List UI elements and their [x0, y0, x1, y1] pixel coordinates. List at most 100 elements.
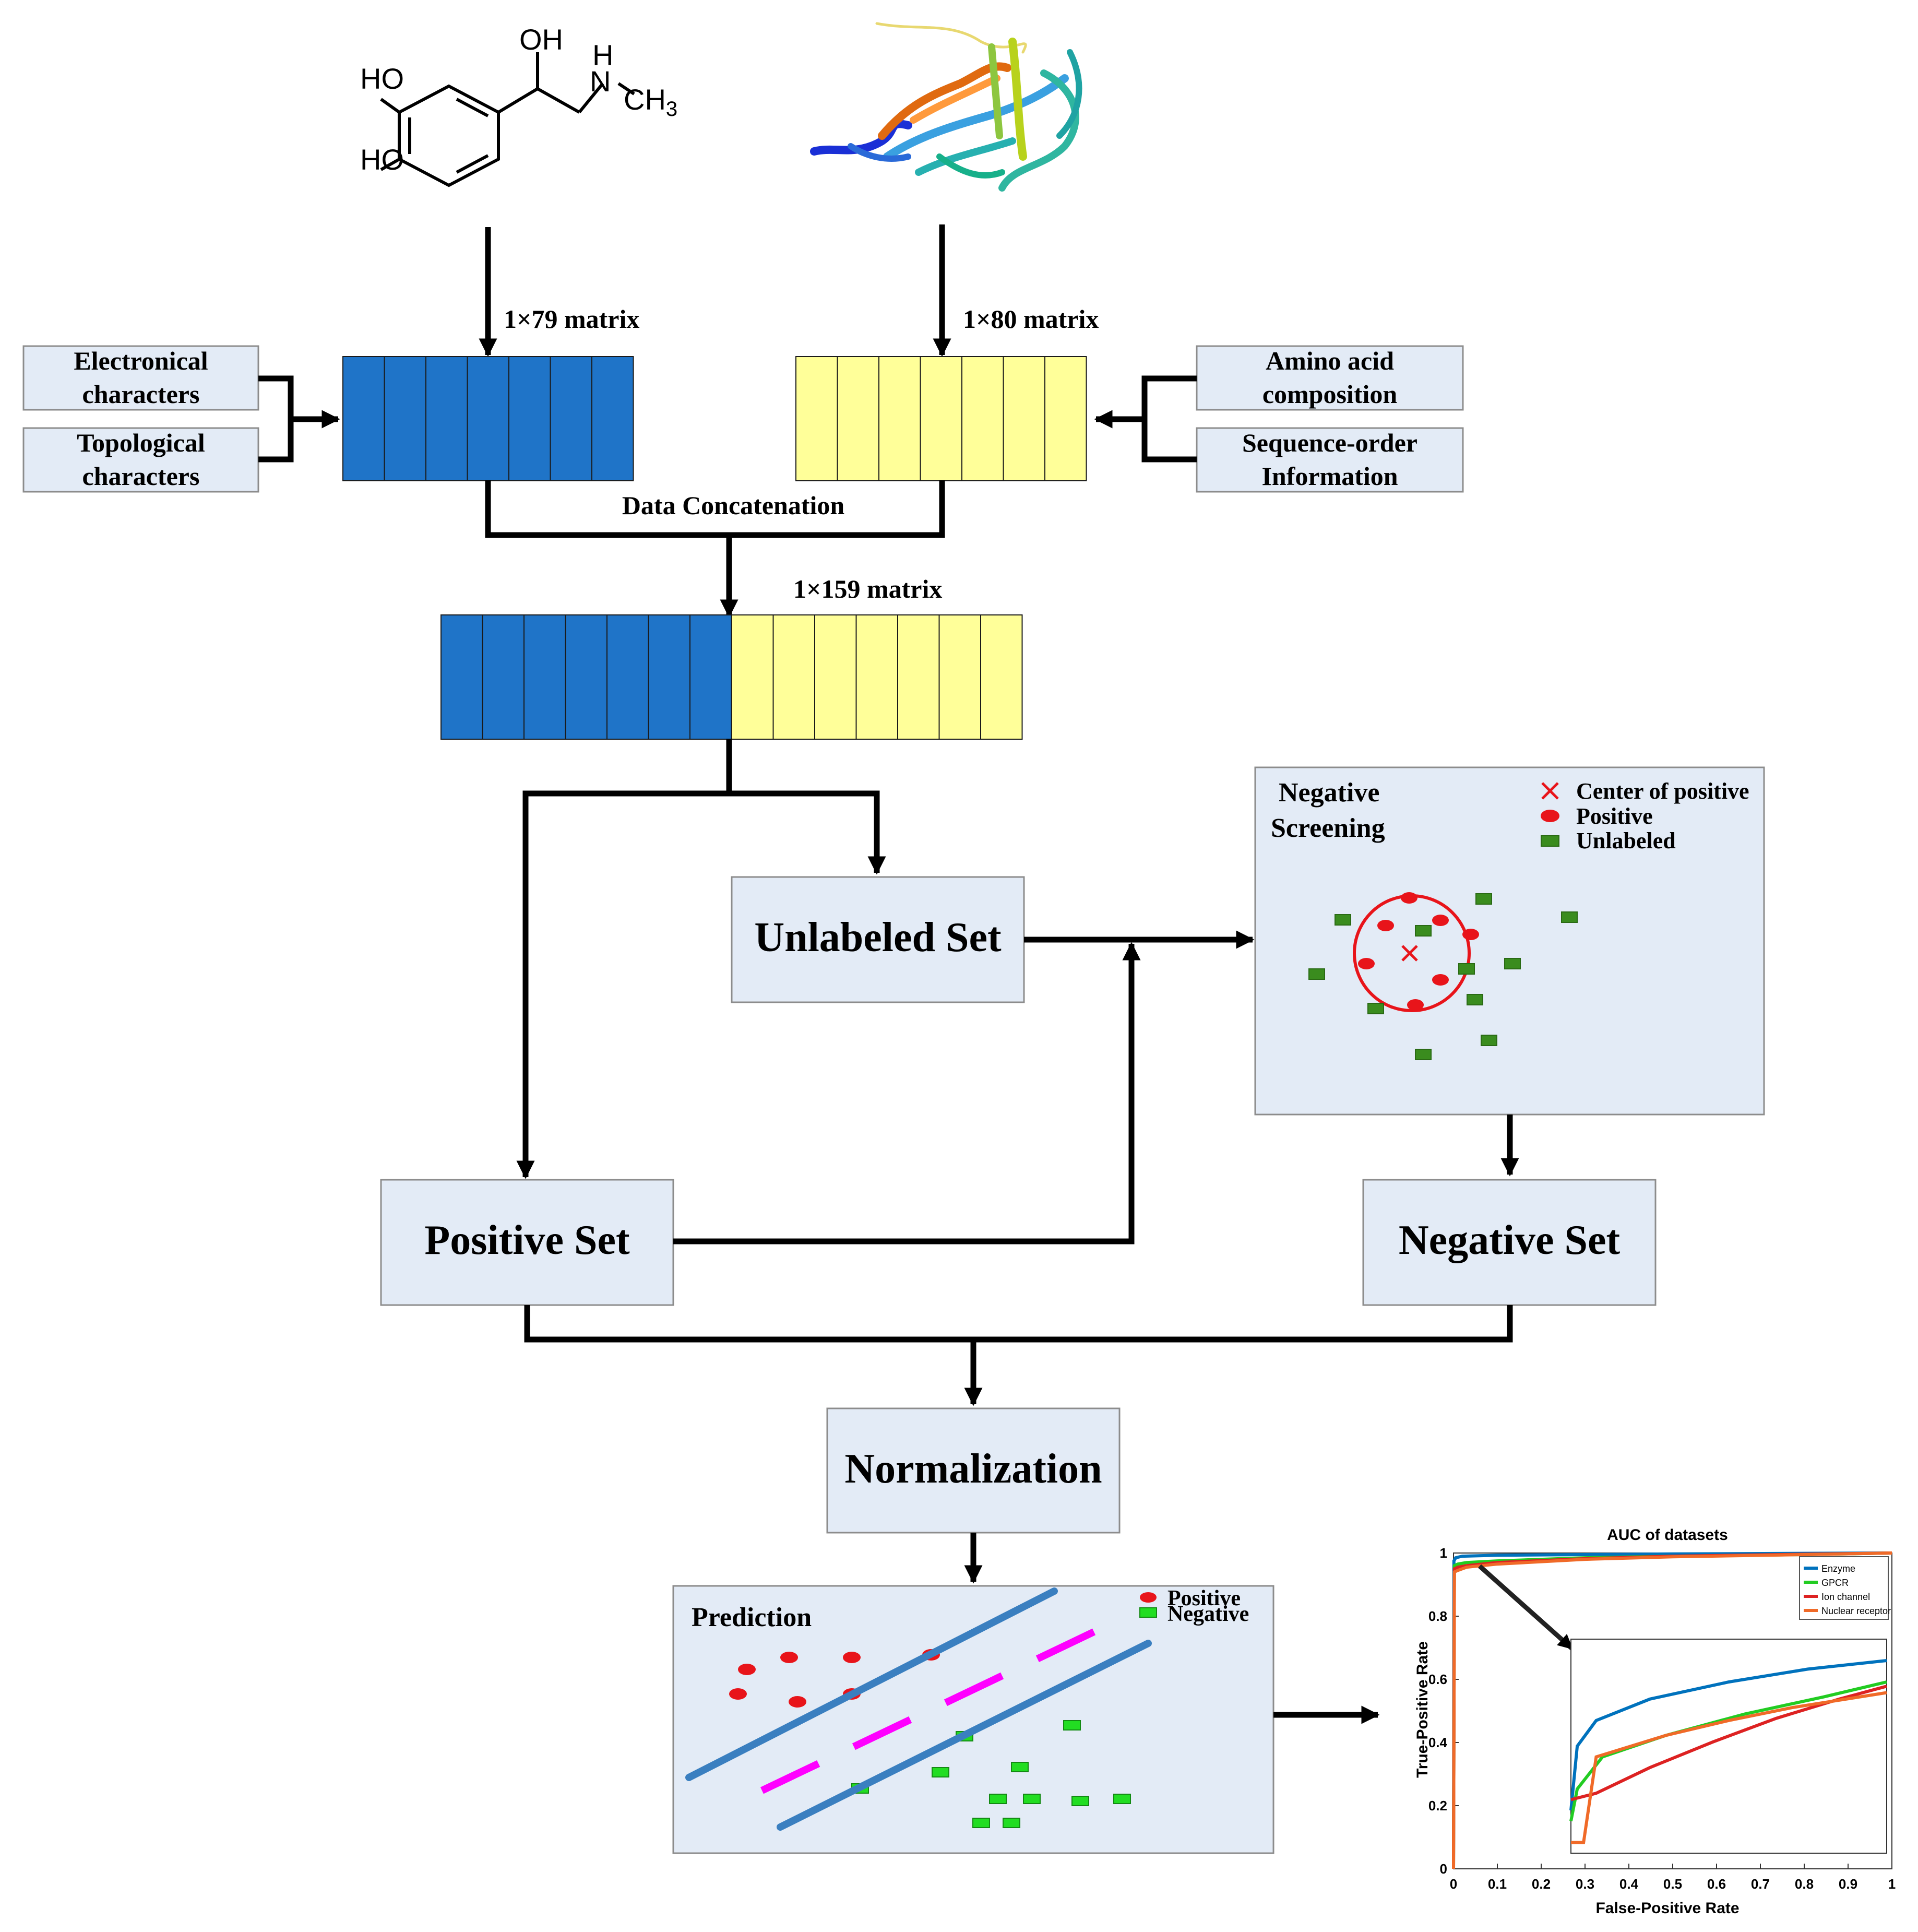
drug-molecule-structure — [380, 52, 635, 187]
prediction-positive-legend-marker — [1140, 1592, 1157, 1603]
x-tick-label: 0.3 — [1576, 1876, 1594, 1892]
protein-vector-cell — [837, 356, 879, 481]
drug-vector-cell — [550, 356, 592, 481]
y-tick-label: 0.4 — [1428, 1735, 1448, 1750]
negative-point — [1003, 1818, 1020, 1828]
combined-vector-protein-cell — [938, 614, 981, 740]
svg-text:Negative Set: Negative Set — [1399, 1217, 1621, 1263]
inset-plot-area — [1570, 1639, 1887, 1854]
drug-matrix-label: 1×79 matrix — [504, 304, 639, 334]
unlabeled-point — [1458, 963, 1475, 975]
svg-text:Information: Information — [1261, 461, 1398, 491]
auc-zoom-inset — [1569, 1639, 1887, 1854]
combined-vector-drug-cell — [565, 614, 607, 740]
merge-connector — [524, 1305, 1513, 1406]
amino-acid-composition-box: Amino acid composition — [1196, 345, 1464, 411]
combined-feature-vector — [440, 614, 1023, 740]
protein-vector-cell — [1044, 356, 1087, 481]
svg-text:Positive Set: Positive Set — [424, 1217, 630, 1263]
negative-point — [972, 1818, 990, 1828]
positive-point — [843, 1652, 861, 1663]
drug-vector-cell — [384, 356, 426, 481]
molecule-h: H — [592, 39, 613, 72]
negative-point — [1011, 1762, 1029, 1772]
molecule-n: N — [590, 65, 611, 98]
y-tick-label: 1 — [1440, 1545, 1447, 1561]
y-tick-label: 0 — [1440, 1861, 1447, 1877]
y-tick-label: 0.8 — [1428, 1608, 1447, 1624]
protein-vector-cell — [1003, 356, 1045, 481]
negative-point — [1023, 1794, 1041, 1804]
inset-series-line — [1571, 1691, 1887, 1844]
combined-vector-drug-cell — [523, 614, 566, 740]
positive-point — [1432, 974, 1449, 986]
svg-text:Normalization: Normalization — [844, 1446, 1102, 1492]
unlabeled-point — [1415, 1049, 1432, 1060]
svg-text:characters: characters — [82, 461, 200, 491]
x-tick-label: 0.5 — [1663, 1876, 1682, 1892]
sequence-order-information-box: Sequence-order Information — [1196, 427, 1464, 493]
combined-vector-protein-cell — [731, 614, 774, 740]
protein-vector-cell — [920, 356, 962, 481]
combined-vector-protein-cell — [897, 614, 940, 740]
prediction-panel: Prediction Positive Negative — [672, 1585, 1274, 1854]
chart-title: AUC of datasets — [1607, 1526, 1728, 1544]
positive-point — [1462, 929, 1479, 940]
combined-matrix-label: 1×159 matrix — [793, 574, 942, 603]
positive-point — [1377, 920, 1394, 931]
positive-point — [729, 1688, 747, 1700]
x-tick-label: 0.2 — [1532, 1876, 1551, 1892]
center-of-positive-marker — [1401, 945, 1418, 962]
x-tick-label: 0 — [1450, 1876, 1457, 1892]
svg-text:Amino acid: Amino acid — [1266, 346, 1394, 375]
auc-series-lines — [1452, 1551, 1892, 1869]
unlabeled-point — [1467, 994, 1483, 1005]
zoom-indicator-arrow — [1478, 1564, 1574, 1651]
drug-vector-cell — [591, 356, 634, 481]
unlabeled-point — [1367, 1003, 1384, 1014]
screening-scatter-points — [1308, 892, 1578, 1060]
negative-point — [1063, 1720, 1081, 1730]
center-of-positive-legend-marker — [1541, 782, 1559, 800]
positive-point — [1358, 958, 1375, 969]
data-concatenation-label: Data Concatenation — [622, 491, 845, 520]
unlabeled-point — [1481, 1035, 1497, 1046]
combined-vector-protein-cell — [980, 614, 1023, 740]
svg-text:characters: characters — [82, 380, 200, 409]
x-tick-label: 1 — [1888, 1876, 1896, 1892]
unlabeled-point — [1415, 925, 1432, 937]
unlabeled-set-box: Unlabeled Set — [731, 876, 1025, 1003]
negative-screening-panel: Negative Screening Center of positive Po… — [1254, 766, 1765, 1116]
positive-point — [738, 1664, 756, 1675]
drug-feature-vector — [342, 356, 634, 481]
unlabeled-legend-marker — [1541, 835, 1559, 847]
legend-label: GPCR — [1821, 1578, 1849, 1588]
protein-matrix-label: 1×80 matrix — [963, 304, 1099, 334]
series-line — [1452, 1551, 1892, 1869]
unlabeled-point — [1308, 968, 1325, 980]
protein-vector-cell — [961, 356, 1004, 481]
chart-xlabel: False-Positive Rate — [1595, 1900, 1739, 1917]
prediction-title: Prediction — [692, 1603, 812, 1632]
inset-series-line — [1569, 1659, 1887, 1811]
negative-point — [989, 1794, 1007, 1804]
protein-structure-image — [810, 22, 1082, 192]
legend-label: Enzyme — [1821, 1563, 1855, 1574]
negative-point — [932, 1767, 949, 1777]
lower-hyperplane — [777, 1640, 1152, 1831]
prediction-negative-legend-label: Negative — [1168, 1602, 1249, 1626]
combined-vector-drug-cell — [606, 614, 649, 740]
molecule-ho-bottom: HO — [360, 143, 404, 176]
y-tick-label: 0.6 — [1428, 1672, 1447, 1687]
drug-vector-cell — [467, 356, 509, 481]
combined-vector-drug-cell — [648, 614, 690, 740]
unlabeled-point — [1335, 914, 1351, 926]
protein-vector-cell — [878, 356, 921, 481]
positive-point — [1432, 915, 1449, 926]
positive-legend-label: Positive — [1576, 803, 1653, 829]
drug-features-bracket-arrow — [258, 375, 340, 463]
x-tick-label: 0.8 — [1795, 1876, 1814, 1892]
